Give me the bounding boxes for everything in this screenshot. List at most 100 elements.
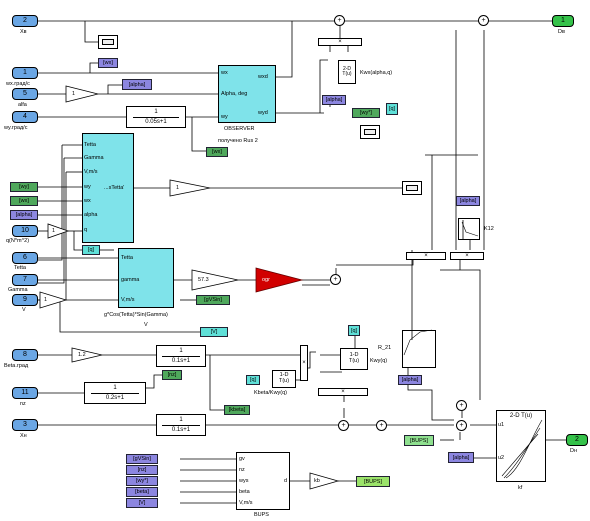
- product-top[interactable]: ×: [318, 38, 362, 46]
- tag-v-from: [V]: [126, 498, 158, 508]
- inport-alfa[interactable]: 5: [12, 88, 38, 100]
- outport-dn[interactable]: 2: [566, 434, 588, 446]
- inport-gamma[interactable]: 7: [12, 274, 38, 286]
- inport-beta-label: Beta.град: [4, 363, 29, 369]
- bups-port-wys: wys: [239, 478, 249, 484]
- tag-alpha-top: [alpha]: [322, 95, 346, 105]
- inport-xv[interactable]: 2: [12, 15, 38, 27]
- saturation-label: ogr: [262, 277, 270, 283]
- bups-name: BUPS: [254, 512, 269, 518]
- inport-v[interactable]: 9: [12, 294, 38, 306]
- inport-alfa-label: alfa: [18, 102, 27, 108]
- sum-xn-2[interactable]: +: [376, 420, 387, 431]
- subsystem-observer[interactable]: [218, 65, 276, 123]
- obs-name: OBSERVER: [224, 126, 255, 132]
- lut-kf-name: kf: [518, 485, 523, 491]
- lut-kbeta-name: Kbeta/Kwy(q): [254, 390, 288, 396]
- product-k12-left[interactable]: ×: [406, 252, 446, 260]
- inport-gamma-label: Gamma: [8, 287, 28, 293]
- outport-dv[interactable]: 1: [552, 15, 574, 27]
- inport-nz[interactable]: 11: [12, 387, 38, 399]
- tag-beta-from: [beta]: [126, 487, 158, 497]
- subsystem-gcos[interactable]: [118, 248, 174, 308]
- inport-q-label: q(N*m^2): [6, 238, 30, 244]
- tag-wx-from: [wx]: [10, 196, 38, 206]
- gcos-name: g*Cos(Tetta)*Sin(Gamma): [104, 312, 168, 318]
- obs-port-alpha: Alpha, deg: [221, 91, 248, 97]
- lut-kwy-l1: 1-D: [349, 352, 359, 359]
- inport-wx[interactable]: 1: [12, 67, 38, 79]
- tag-wx-goto: [wx]: [98, 58, 118, 68]
- scope-tetta[interactable]: [402, 181, 422, 195]
- sum-top-2[interactable]: +: [478, 15, 489, 26]
- subsystem-tetta[interactable]: [82, 133, 134, 243]
- gcos-name-2: V: [144, 322, 148, 328]
- tag-alpha-r21: [alpha]: [398, 375, 422, 385]
- lut-kbeta-l1: 1-D: [279, 372, 289, 379]
- tetta-port-wx: wx: [84, 198, 91, 204]
- tf-nz-den: 0.2s+1: [105, 394, 125, 401]
- inport-xn[interactable]: 3: [12, 419, 38, 431]
- lut-r21[interactable]: [402, 330, 436, 368]
- gain-alfa-value: 1: [72, 91, 76, 97]
- sum-mid[interactable]: +: [330, 274, 341, 285]
- inport-xn-label: Xн: [20, 433, 27, 439]
- inport-beta[interactable]: 8: [12, 349, 38, 361]
- tag-kbeta-goto: [kbeta]: [224, 405, 250, 415]
- lut-k12[interactable]: [458, 218, 480, 240]
- tf-xn-num: 1: [179, 417, 183, 424]
- inport-wy[interactable]: 4: [12, 111, 38, 123]
- lut-kwx-name: Kwx(alpha,q): [360, 70, 393, 76]
- lut-kwx-l2: T(u): [342, 71, 352, 77]
- obs-port-wy: wy: [221, 114, 228, 120]
- obs-port-wx: wx: [221, 70, 228, 76]
- product-k12-right[interactable]: ×: [450, 252, 484, 260]
- tetta-port-wy: wy: [84, 184, 91, 190]
- inport-q[interactable]: 10: [12, 225, 38, 237]
- tf-xn-den: 0.1s+1: [171, 426, 191, 433]
- lut-kwy[interactable]: 1-D T(u): [340, 348, 368, 370]
- inport-wy-label: wy.град/с: [4, 125, 28, 131]
- tag-q-top: [q]: [386, 103, 398, 115]
- lut-r21-name: R_21: [378, 345, 392, 351]
- tetta-port-out: ...sTetta': [104, 185, 125, 191]
- lut-kwx[interactable]: 2-D T(u): [338, 60, 356, 84]
- tetta-port-gamma: Gamma: [84, 155, 104, 161]
- tf-beta-num: 1: [179, 348, 183, 355]
- gain-v-value: 1: [44, 297, 48, 303]
- outport-dn-label: Dн: [570, 448, 578, 454]
- obs-port-wxd: wxd: [258, 74, 268, 80]
- tag-gvsin-from: [gVSin]: [126, 454, 158, 464]
- bups-port-v: V,m/s: [239, 500, 253, 506]
- tf-xn-filter[interactable]: 1 0.1s+1: [156, 414, 206, 436]
- tag-v-goto: [V]: [200, 327, 228, 337]
- sum-xn[interactable]: +: [338, 420, 349, 431]
- scope-wy[interactable]: [360, 125, 380, 139]
- product-beta[interactable]: ×: [300, 345, 308, 381]
- inport-tetta[interactable]: 6: [12, 252, 38, 264]
- lut-kwy-l2: T(u): [348, 358, 360, 364]
- product-kbeta[interactable]: ×: [318, 388, 368, 396]
- tetta-port-v: V,m/s: [84, 169, 98, 175]
- saturation-block: [255, 267, 304, 293]
- lut-kbeta[interactable]: 1-D T(u): [272, 370, 296, 388]
- lut-kf[interactable]: 2-D T(u): [496, 410, 546, 482]
- sum-top-1[interactable]: +: [334, 15, 345, 26]
- subsystem-bups[interactable]: [236, 452, 290, 510]
- tag-q-goto: [q]: [82, 245, 100, 255]
- bups-port-nz: nz: [239, 467, 245, 473]
- gain-beta-value: 1.2: [78, 352, 86, 358]
- sum-right-1[interactable]: +: [456, 400, 467, 411]
- scope-xv[interactable]: [98, 35, 118, 49]
- tag-nz-from: [nz]: [126, 465, 158, 475]
- tag-nz-goto: [nz]: [162, 370, 182, 380]
- inport-wx-label: wx.град/с: [6, 81, 30, 87]
- sum-right-2[interactable]: +: [456, 420, 467, 431]
- gain-kb-value: kb: [314, 478, 320, 484]
- lut-kwx-l1: 2-D: [342, 65, 352, 72]
- tag-q-kbeta: [q]: [246, 375, 260, 385]
